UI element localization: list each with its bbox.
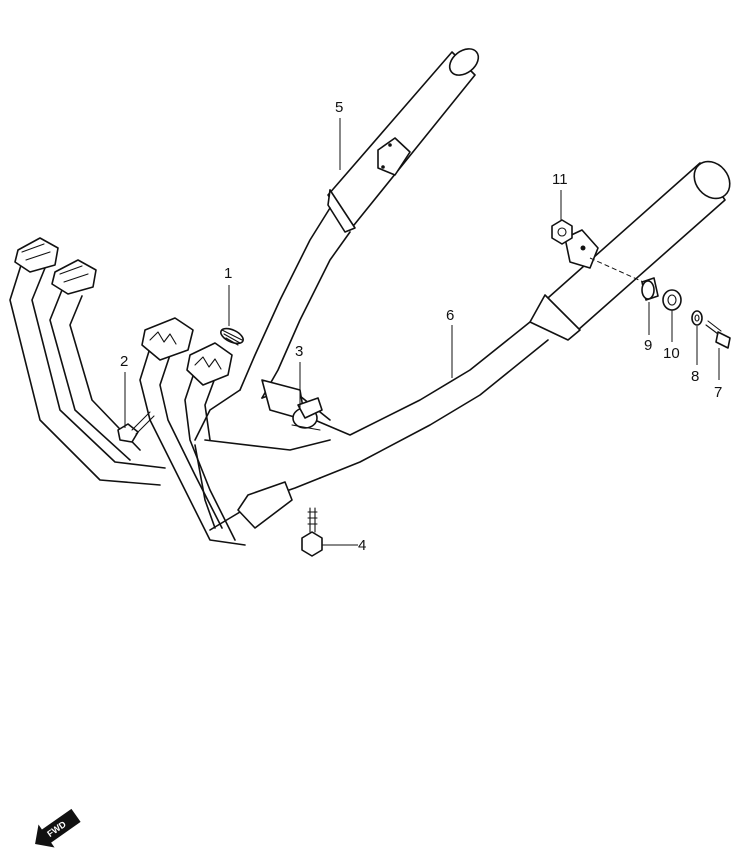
flange-4 [186, 342, 233, 386]
header-flanges [14, 237, 233, 386]
mount-bolt [705, 320, 731, 349]
callout-11: 11 [552, 171, 568, 188]
assembly-line [589, 257, 651, 286]
callout-10: 10 [663, 345, 680, 362]
callout-4: 4 [358, 537, 366, 554]
muffler-right [529, 160, 731, 341]
collector-pipe [194, 379, 331, 531]
callout-7: 7 [714, 384, 722, 401]
callout-numbers: 1 2 3 4 5 6 7 8 9 10 11 [120, 99, 722, 554]
callout-2: 2 [120, 353, 128, 370]
leader-lines [124, 118, 720, 546]
right-mid-pipe [309, 321, 549, 479]
callout-8: 8 [691, 368, 699, 385]
flange-2 [51, 259, 97, 295]
callout-3: 3 [295, 343, 303, 360]
clamp-bolt [301, 507, 323, 557]
exhaust-pipe-bolt [117, 411, 155, 443]
callout-6: 6 [446, 307, 454, 324]
flange-1 [14, 237, 59, 273]
bush [641, 277, 659, 301]
mount-nut [551, 219, 573, 245]
header-pipes [9, 261, 246, 546]
left-mid-pipe [239, 207, 351, 399]
callout-1: 1 [224, 265, 232, 282]
flange-3 [141, 317, 194, 361]
exhaust-gasket [220, 327, 244, 346]
washer [691, 310, 703, 326]
muffler-left [327, 48, 480, 233]
clamp [291, 397, 323, 431]
cushion [662, 289, 682, 311]
callout-5: 5 [335, 99, 343, 116]
callout-9: 9 [644, 337, 652, 354]
fwd-arrow-icon: FWD [35, 808, 81, 848]
